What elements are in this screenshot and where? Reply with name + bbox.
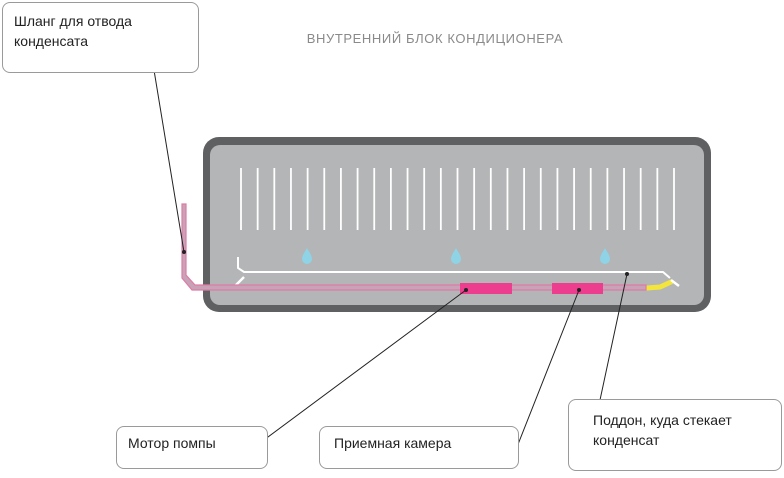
leader-dot xyxy=(577,288,581,292)
callout-motor-label: Мотор помпы xyxy=(128,435,216,451)
callout-pump-motor: Мотор помпы xyxy=(116,426,268,469)
water-drop-icon xyxy=(302,248,312,264)
water-drop-icon xyxy=(600,248,610,264)
condensate-hose xyxy=(181,203,647,291)
leader-dot xyxy=(464,288,468,292)
receiving-chamber xyxy=(552,283,603,294)
callout-hose-line1: Шланг для отвода xyxy=(14,13,132,29)
louver-slats xyxy=(240,168,675,230)
callout-condensate-hose: Шланг для отвода конденсата xyxy=(2,2,199,73)
callout-pan-line1: Поддон, куда стекает xyxy=(593,412,732,428)
condensate-drops xyxy=(302,248,610,264)
callout-receiving-chamber: Приемная камера xyxy=(319,426,519,469)
diagram-title: ВНУТРЕННИЙ БЛОК КОНДИЦИОНЕРА xyxy=(306,31,564,46)
leader-dot xyxy=(625,272,629,276)
callout-hose-line2: конденсата xyxy=(14,33,89,49)
callout-pan-line2: конденсат xyxy=(593,432,660,448)
drain-outlet xyxy=(644,279,674,291)
water-drop-icon xyxy=(451,248,461,264)
leader-dot xyxy=(182,250,186,254)
pump-motor xyxy=(460,283,512,294)
drain-outlet-tip xyxy=(670,279,680,287)
callout-chamber-label: Приемная камера xyxy=(334,435,452,451)
callout-drain-pan: Поддон, куда стекает конденсат xyxy=(568,399,782,471)
leader-line-hose xyxy=(15,57,185,253)
drain-pan xyxy=(237,257,671,279)
